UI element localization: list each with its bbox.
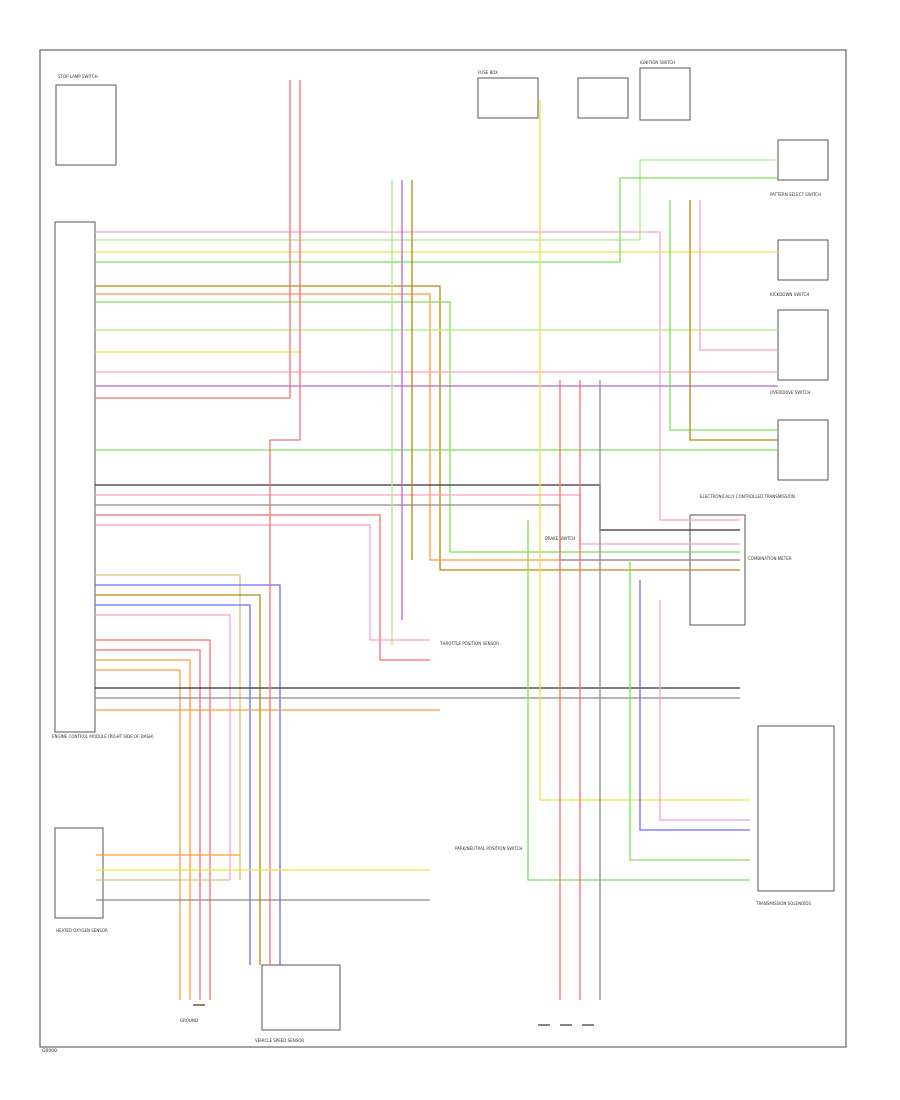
wire-tan-1 [95,574,241,880]
fuse-box-label: FUSE BOX [478,70,498,75]
wire-blue-1 [95,584,281,965]
wire-pink-5 [95,614,231,880]
throttle-position-label: THROTTLE POSITION SENSOR [439,641,499,646]
wire-pink-4 [95,524,430,641]
vehicle-speed-sensor: VEHICLE SPEED SENSOR [255,964,341,1043]
ecm-label: ENGINE CONTROL MODULE (RIGHT SIDE OF DAS… [52,734,154,739]
diagram-frame [39,49,847,1048]
wire-orange-2 [95,659,191,1000]
solenoids-label: TRANSMISSION SOLENOIDS [755,901,811,906]
kickdown-label: KICKDOWN SWITCH [770,292,809,297]
combination-meter-label: COMBINATION METER [748,556,792,561]
stop-lamp-label: STOP LAMP SWITCH [58,74,98,79]
transmission-label: ELECTRONICALLY CONTROLLED TRANSMISSION [700,494,795,499]
ground-symbols [193,1004,594,1026]
wire-red-1 [95,80,291,399]
wire-red-4 [95,649,201,1000]
wire-brown-4 [689,200,778,441]
wire-pink-7 [699,200,778,351]
wire-pink-3 [95,494,740,545]
vss-label: VEHICLE SPEED SENSOR [255,1038,304,1043]
wire-yellow-3 [539,100,750,801]
stop-lamp-switch: STOP LAMP SWITCH [55,74,117,166]
wire-pink-1 [95,231,740,521]
wire-red-5 [269,80,301,965]
wire-green-2 [95,177,778,263]
transmission-solenoids: TRANSMISSION SOLENOIDS [755,725,835,906]
wire-blue-2 [95,604,251,965]
wire-brown-2 [95,594,261,965]
wire-black-1 [95,484,740,531]
wire-green-8 [629,560,750,861]
wire-green-7 [527,520,750,881]
wire-orange-1 [95,293,740,561]
oxygen-sensor: HEATED OXYGEN SENSOR [54,827,108,933]
wire-orange-3 [95,669,181,1000]
wire-red-3 [95,639,211,1000]
wire-brown-1 [95,285,740,571]
wire-green-3 [95,301,740,553]
ground-label: GROUND [180,1018,198,1023]
wire-harness [95,80,778,1000]
neutral-safety-label: PARK/NEUTRAL POSITION SWITCH [455,846,522,851]
pattern-select-label: PATTERN SELECT SWITCH [770,192,821,197]
wire-green-1 [95,159,778,241]
footer-code: G0000 [42,1048,57,1054]
wire-green-9 [669,200,778,431]
pattern-select-switch: PATTERN SELECT SWITCH KICKDOWN SWITCH OV… [700,139,829,499]
overdrive-label: OVERDRIVE SWITCH [770,390,810,395]
fuse-box: FUSE BOX IGNITION SWITCH [477,60,691,121]
oxygen-sensor-label: HEATED OXYGEN SENSOR [56,928,108,933]
wire-pink-6 [659,600,750,821]
wire-blue-3 [639,580,750,831]
engine-control-module: ENGINE CONTROL MODULE (RIGHT SIDE OF DAS… [52,221,154,739]
ignition-label: IGNITION SWITCH [640,60,675,65]
wire-red-2 [95,514,430,661]
